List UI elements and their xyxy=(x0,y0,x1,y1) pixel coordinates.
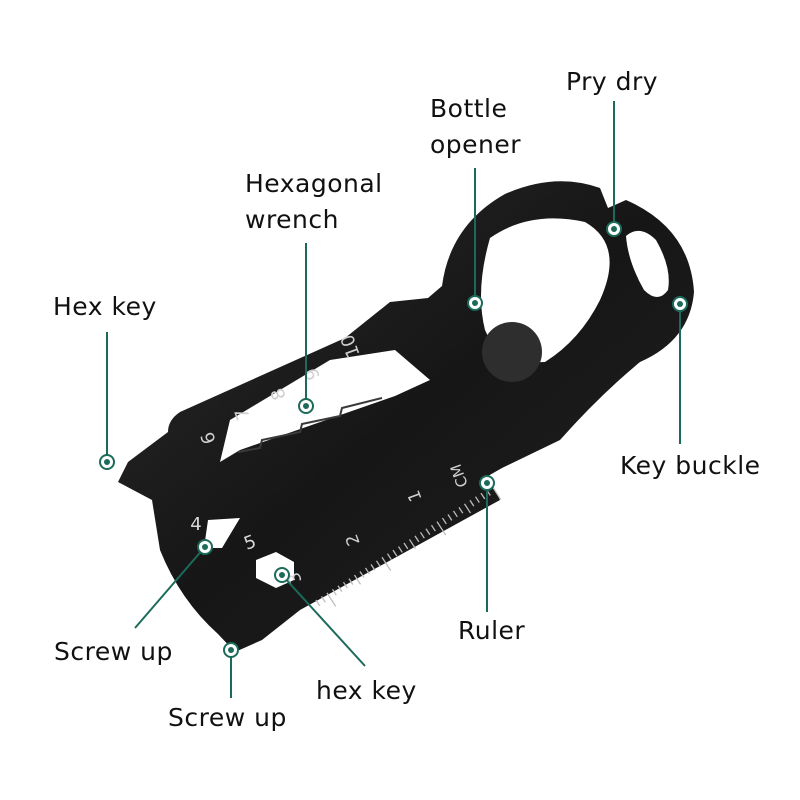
rivet-disk xyxy=(482,322,542,382)
ruler-tick xyxy=(386,553,392,560)
ruler-ticks xyxy=(315,485,502,607)
ruler-tick xyxy=(414,535,420,543)
marker-bottle-opener xyxy=(467,295,483,311)
multitool-body xyxy=(118,181,694,652)
ruler-tick xyxy=(320,596,326,603)
ruler-tick xyxy=(463,503,472,514)
label-hex-key-top: Hex key xyxy=(53,292,157,321)
label-screw-up-2: Screw up xyxy=(168,703,287,732)
ruler-tick xyxy=(474,496,480,503)
ruler-tick xyxy=(408,539,417,550)
ruler-tick xyxy=(480,492,486,500)
ruler-tick xyxy=(491,485,502,500)
label-bottle-opener-line1: Bottle xyxy=(430,94,508,123)
ruler-tick xyxy=(436,521,447,536)
leader-hex-key-bottom xyxy=(281,574,366,667)
ruler-tick xyxy=(469,499,475,507)
label-pry-dry: Pry dry xyxy=(566,67,659,96)
marker-key-buckle xyxy=(672,296,688,312)
hex-hole-number-4: 4 xyxy=(190,514,201,535)
ruler-tick xyxy=(381,556,392,572)
label-screw-up-1: Screw up xyxy=(54,637,173,666)
ruler-tick xyxy=(458,507,464,514)
ruler-tick xyxy=(425,528,431,535)
marker-ruler xyxy=(479,475,495,491)
ruler-tick xyxy=(342,581,348,589)
ruler-tick xyxy=(364,567,370,575)
label-ruler: Ruler xyxy=(458,616,526,645)
wrench-teeth xyxy=(237,397,383,453)
marker-hexagonal-wrench xyxy=(298,398,314,414)
ruler-tick xyxy=(430,524,436,532)
callout-lines xyxy=(106,101,681,698)
ruler-tick xyxy=(447,514,453,521)
ruler-tick xyxy=(359,571,365,578)
ruler-tick xyxy=(370,564,376,571)
ruler-tick xyxy=(397,546,403,553)
ruler-tick xyxy=(419,531,425,539)
callout-markers xyxy=(99,221,688,658)
ruler-tick xyxy=(348,578,354,585)
label-hexagonal-wrench-line2: wrench xyxy=(245,205,339,234)
ruler-tick xyxy=(375,560,381,568)
ruler-tick xyxy=(452,510,458,518)
ruler-tick xyxy=(392,549,398,557)
ruler-tick xyxy=(353,574,362,585)
label-hexagonal-wrench-line1: Hexagonal xyxy=(245,169,383,198)
ruler-tick xyxy=(331,588,337,596)
marker-screw-up-2 xyxy=(223,642,239,658)
ruler-tick xyxy=(403,542,409,550)
leader-screw-up-1 xyxy=(134,547,205,629)
ruler-tick xyxy=(315,599,321,607)
label-key-buckle: Key buckle xyxy=(620,451,761,480)
marker-pry-dry xyxy=(606,221,622,237)
ruler-tick xyxy=(326,592,337,607)
marker-hex-key-top xyxy=(99,454,115,470)
ruler-tick xyxy=(337,585,343,592)
marker-hex-key-bottom xyxy=(274,567,290,583)
label-bottle-opener-line2: opener xyxy=(430,130,522,159)
label-hex-key-bottom: hex key xyxy=(316,676,417,705)
ruler-tick xyxy=(441,517,447,525)
marker-screw-up-1 xyxy=(197,539,213,555)
